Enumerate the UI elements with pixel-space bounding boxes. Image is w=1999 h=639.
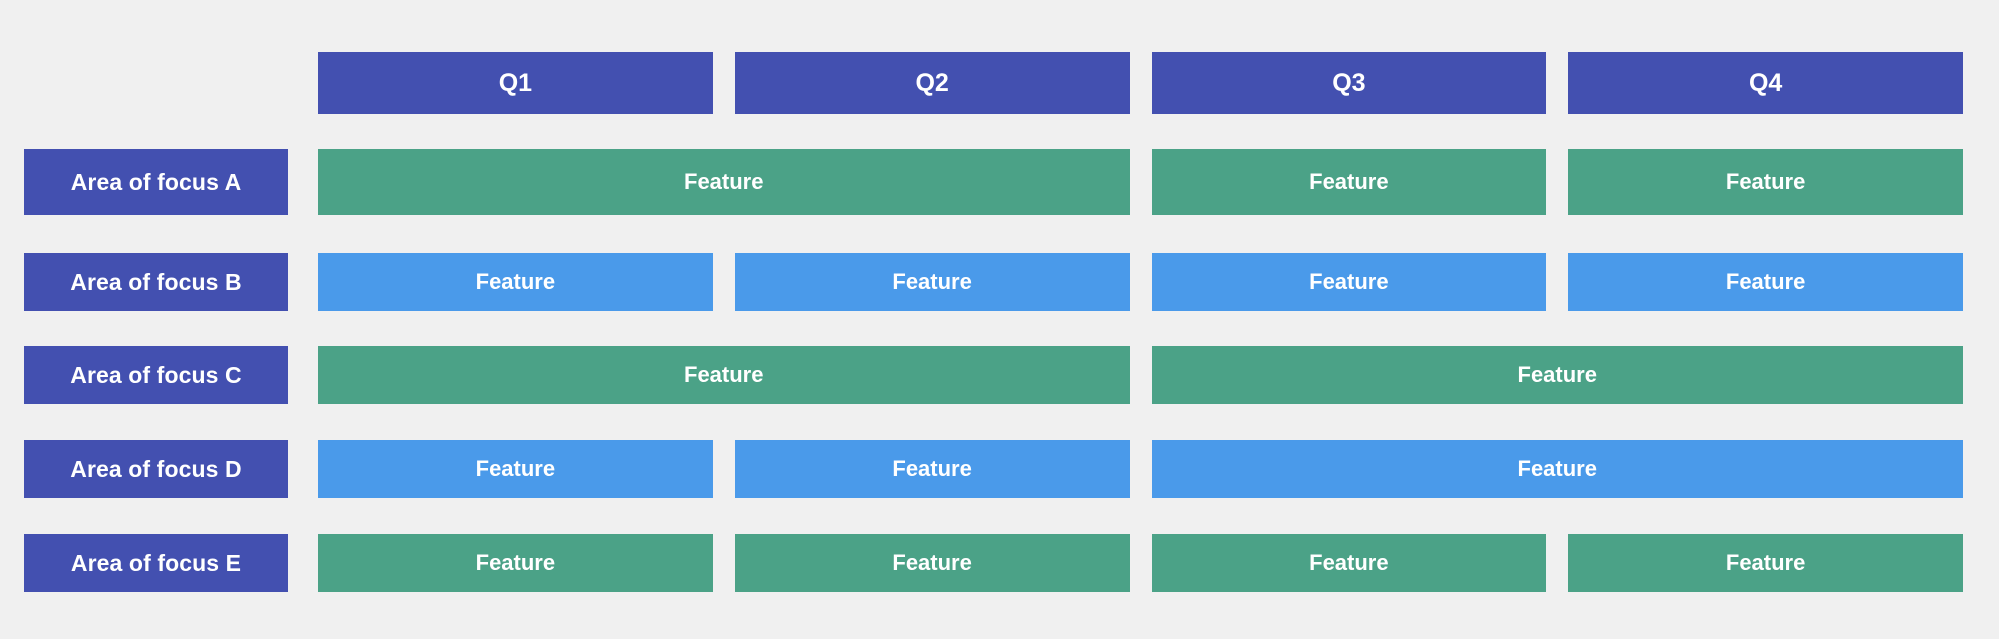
feature-bar[interactable]: Feature bbox=[1568, 253, 1963, 311]
feature-bar[interactable]: Feature bbox=[734, 440, 1130, 498]
feature-bar[interactable]: Feature bbox=[734, 534, 1130, 592]
roadmap-row: Area of focus C Feature Feature bbox=[0, 346, 1999, 404]
feature-bar[interactable]: Feature bbox=[1151, 534, 1547, 592]
header-track: Q1 Q2 Q3 Q4 bbox=[318, 52, 1963, 114]
row-track: Feature Feature Feature bbox=[318, 440, 1963, 498]
row-track: Feature Feature bbox=[318, 346, 1963, 404]
feature-bar[interactable]: Feature bbox=[318, 149, 1130, 215]
row-label-b[interactable]: Area of focus B bbox=[24, 253, 288, 311]
feature-bar[interactable]: Feature bbox=[318, 253, 713, 311]
roadmap-row: Area of focus A Feature Feature Feature bbox=[0, 149, 1999, 215]
feature-bar[interactable]: Feature bbox=[1151, 346, 1963, 404]
feature-bar[interactable]: Feature bbox=[1568, 534, 1963, 592]
row-track: Feature Feature Feature bbox=[318, 149, 1963, 215]
quarter-header-row: Q1 Q2 Q3 Q4 bbox=[0, 52, 1999, 114]
feature-bar[interactable]: Feature bbox=[1151, 440, 1963, 498]
row-track: Feature Feature Feature Feature bbox=[318, 253, 1963, 311]
feature-bar[interactable]: Feature bbox=[1151, 149, 1547, 215]
column-header-q2[interactable]: Q2 bbox=[734, 52, 1130, 114]
row-label-d[interactable]: Area of focus D bbox=[24, 440, 288, 498]
feature-bar[interactable]: Feature bbox=[734, 253, 1130, 311]
row-label-e[interactable]: Area of focus E bbox=[24, 534, 288, 592]
feature-bar[interactable]: Feature bbox=[318, 534, 713, 592]
roadmap-row: Area of focus D Feature Feature Feature bbox=[0, 440, 1999, 498]
column-header-q3[interactable]: Q3 bbox=[1151, 52, 1547, 114]
row-label-a[interactable]: Area of focus A bbox=[24, 149, 288, 215]
feature-bar[interactable]: Feature bbox=[1151, 253, 1547, 311]
feature-bar[interactable]: Feature bbox=[1568, 149, 1963, 215]
feature-bar[interactable]: Feature bbox=[318, 440, 713, 498]
row-label-c[interactable]: Area of focus C bbox=[24, 346, 288, 404]
row-track: Feature Feature Feature Feature bbox=[318, 534, 1963, 592]
column-header-q1[interactable]: Q1 bbox=[318, 52, 713, 114]
column-header-q4[interactable]: Q4 bbox=[1568, 52, 1963, 114]
feature-bar[interactable]: Feature bbox=[318, 346, 1130, 404]
